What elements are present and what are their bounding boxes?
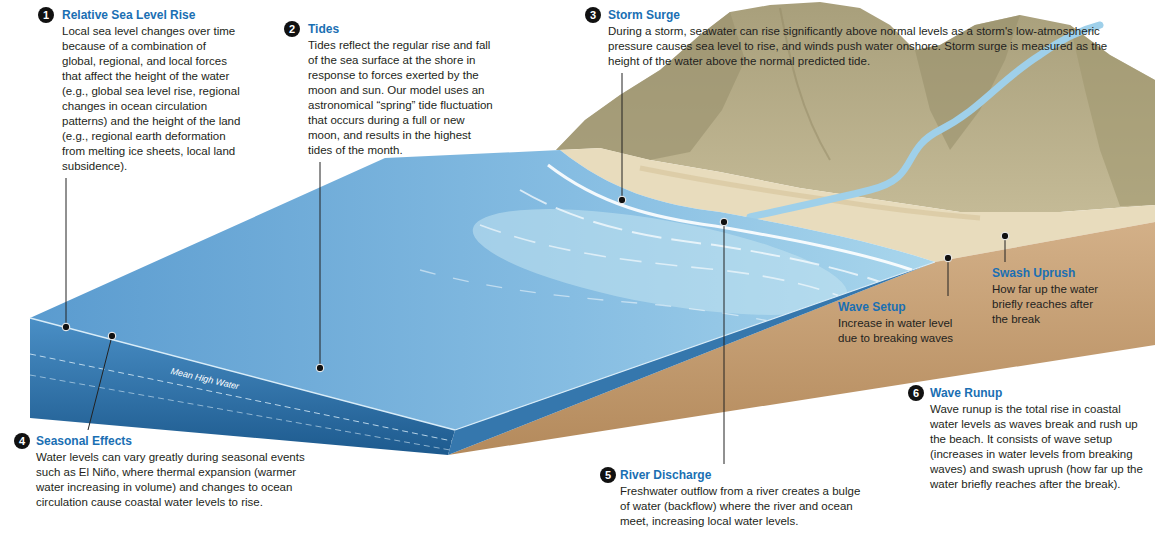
callout-text: Wave runup is the total rise in coastal … [930, 402, 1148, 492]
callout-heading: Tides [308, 22, 339, 37]
leader-line [622, 73, 623, 200]
callout-heading: Wave Runup [930, 386, 1002, 401]
mean-high-water-line [30, 354, 452, 441]
leader-dot [618, 196, 626, 204]
water-edge [455, 262, 935, 430]
water-cross-section [448, 262, 935, 455]
callout-text: Increase in water level due to breaking … [838, 316, 973, 346]
callout-heading: Wave Setup [838, 300, 906, 315]
callout-text: Local sea level changes over time becaus… [62, 24, 242, 174]
wave-crest [480, 225, 845, 298]
ocean-front-face [30, 318, 455, 455]
leader-dot [316, 364, 324, 372]
leader-dot [720, 218, 728, 226]
callout-text: Freshwater outflow from a river creates … [620, 484, 870, 529]
leader-dot [62, 323, 70, 331]
callout-number: 3 [585, 7, 601, 23]
callout-number-text: 6 [913, 388, 919, 399]
callout-text: How far up the water briefly reaches aft… [992, 282, 1112, 327]
callout-heading: Relative Sea Level Rise [62, 8, 195, 23]
leader-line [724, 222, 725, 464]
leader-dot [944, 254, 952, 262]
callout-text: Water levels can vary greatly during sea… [36, 450, 326, 510]
leader-line [88, 336, 112, 430]
callout-number: 4 [14, 433, 30, 449]
callout-heading: River Discharge [620, 468, 711, 483]
leader-dot [108, 332, 116, 340]
callout-number-text: 1 [43, 10, 49, 21]
leader-line [66, 178, 67, 327]
callout-number: 6 [908, 385, 924, 401]
river [750, 25, 1100, 217]
callout-number: 1 [38, 7, 54, 23]
callout-number: 2 [284, 21, 300, 37]
callout-heading: Storm Surge [608, 8, 680, 23]
callout-heading: Seasonal Effects [36, 434, 132, 449]
leader-line [948, 258, 949, 296]
callout-heading: Swash Uprush [992, 266, 1075, 281]
foam-line [548, 165, 912, 270]
callout-number-text: 4 [19, 436, 25, 447]
callout-text: Tides reflect the regular rise and fall … [308, 38, 496, 158]
water-level-label: Mean High Water [170, 366, 240, 391]
callout-number-text: 2 [289, 24, 295, 35]
leader-line [320, 162, 321, 368]
callout-text: During a storm, seawater can rise signif… [608, 24, 1128, 69]
callout-number-text: 5 [605, 470, 611, 481]
callout-number: 5 [600, 467, 616, 483]
wave-crest [420, 270, 800, 328]
hill-shade [1070, 25, 1155, 206]
tide-line [30, 375, 450, 450]
callout-number-text: 3 [590, 10, 596, 21]
leader-dot [1001, 232, 1009, 240]
